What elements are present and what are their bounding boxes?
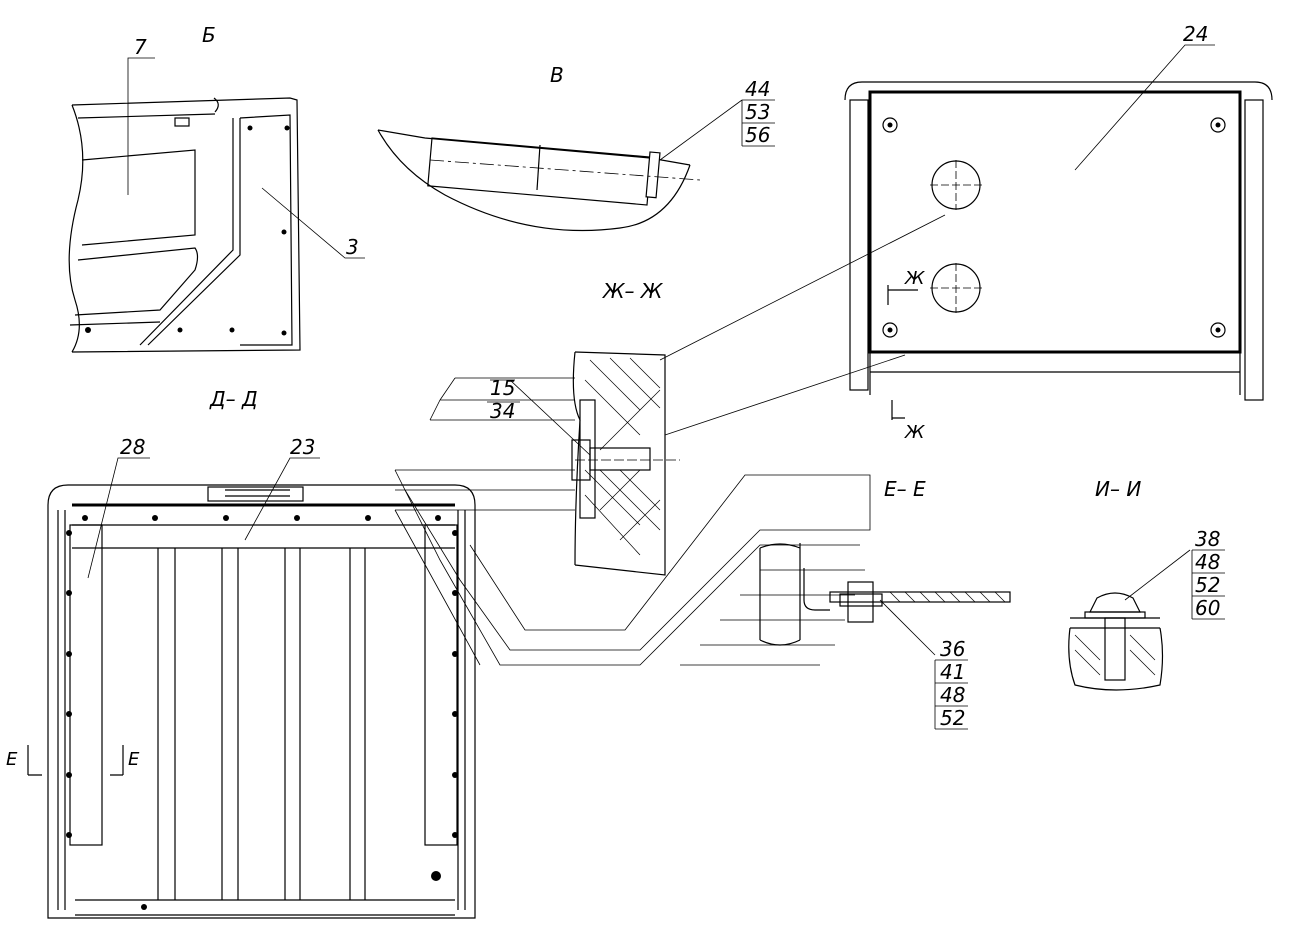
callout-23: 23 — [290, 435, 315, 459]
callout-52-a: 52 — [940, 706, 965, 730]
callout-56: 56 — [745, 123, 770, 147]
cut-mark-e-right: Е — [128, 749, 140, 770]
callout-48-a: 48 — [940, 683, 965, 707]
cut-mark-zh-top: Ж — [904, 268, 925, 289]
section-label-zhzh: Ж– Ж — [601, 279, 664, 303]
section-label-b: Б — [202, 23, 216, 47]
rivets-b — [85, 125, 290, 336]
section-label-ii: И– И — [1095, 477, 1141, 501]
view-b: Б 7 3 — [68, 23, 365, 353]
view-top-right: 24 Ж Ж — [844, 22, 1273, 443]
projection-lines — [659, 214, 946, 436]
bolts-top-right — [882, 117, 1226, 338]
section-label-dd: Д– Д — [209, 387, 258, 411]
section-label-v: В — [550, 63, 564, 87]
callout-15: 15 — [490, 376, 515, 400]
callout-38: 38 — [1195, 527, 1220, 551]
callout-28: 28 — [120, 435, 145, 459]
section-zh: Ж– Ж 15 34 — [487, 279, 680, 576]
callout-60: 60 — [1195, 596, 1220, 620]
callout-3: 3 — [346, 235, 359, 259]
callout-52-b: 52 — [1195, 573, 1220, 597]
callout-48-b: 48 — [1195, 550, 1220, 574]
callout-44: 44 — [745, 77, 770, 101]
cut-mark-zh-bottom: Ж — [904, 422, 925, 443]
callout-7: 7 — [134, 35, 147, 59]
view-dd: Д– Д 28 23 Е Е — [6, 387, 476, 919]
callout-24: 24 — [1183, 22, 1208, 46]
view-v: В 44 53 56 — [377, 63, 775, 232]
callout-36: 36 — [940, 637, 965, 661]
callout-53: 53 — [745, 100, 770, 124]
section-label-ee: Е– Е — [884, 477, 926, 501]
rivets-dd — [66, 515, 458, 910]
callout-34: 34 — [490, 399, 515, 423]
section-ee: Е– Е 36 41 48 52 — [759, 477, 1011, 730]
callout-41: 41 — [940, 660, 965, 684]
cut-mark-e-left: Е — [6, 749, 18, 770]
section-ii: И– И 38 48 52 60 — [1068, 477, 1225, 691]
projection-stripes — [394, 377, 871, 666]
